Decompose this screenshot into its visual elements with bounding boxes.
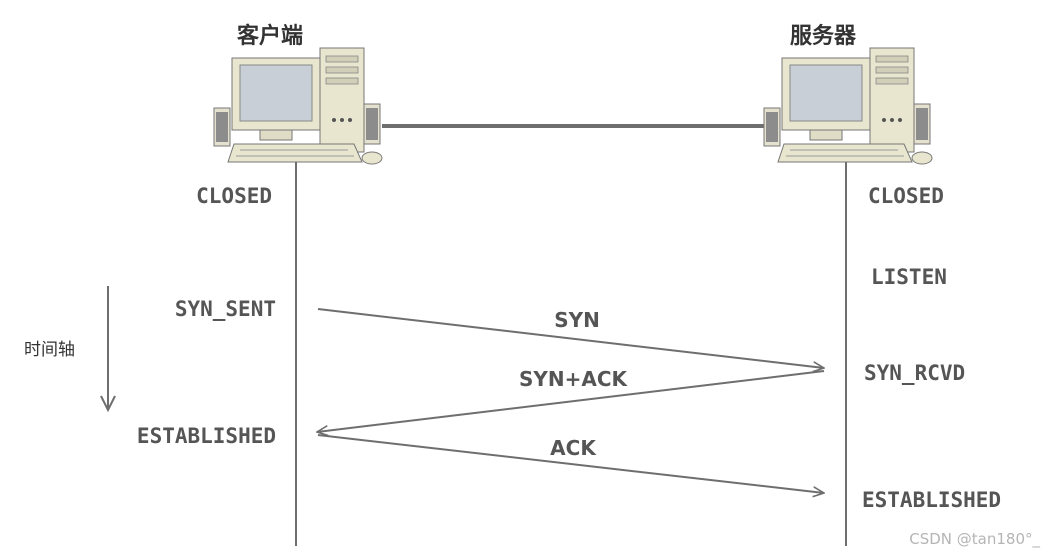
server-computer-icon [763, 47, 933, 165]
syn-label: SYN [554, 308, 600, 332]
client-title: 客户端 [237, 23, 303, 49]
client-state-closed: CLOSED [196, 184, 272, 208]
time-axis-label: 时间轴 [24, 340, 75, 360]
server-state-established: ESTABLISHED [862, 488, 1001, 512]
ack-label: ACK [550, 436, 597, 460]
ack-arrow [317, 434, 824, 493]
syn-arrow [317, 308, 824, 368]
client-computer-icon [213, 47, 383, 165]
server-state-closed: CLOSED [868, 184, 944, 208]
client-state-established: ESTABLISHED [137, 424, 276, 448]
server-title: 服务器 [790, 23, 857, 49]
time-axis-arrow-icon [100, 395, 116, 413]
server-state-listen: LISTEN [871, 265, 947, 289]
syn-ack-arrow [317, 370, 825, 432]
server-state-syn-rcvd: SYN_RCVD [864, 361, 965, 385]
client-state-syn-sent: SYN_SENT [175, 297, 276, 321]
watermark: CSDN @tan180°_ [909, 530, 1040, 549]
syn-ack-label: SYN+ACK [519, 367, 629, 391]
